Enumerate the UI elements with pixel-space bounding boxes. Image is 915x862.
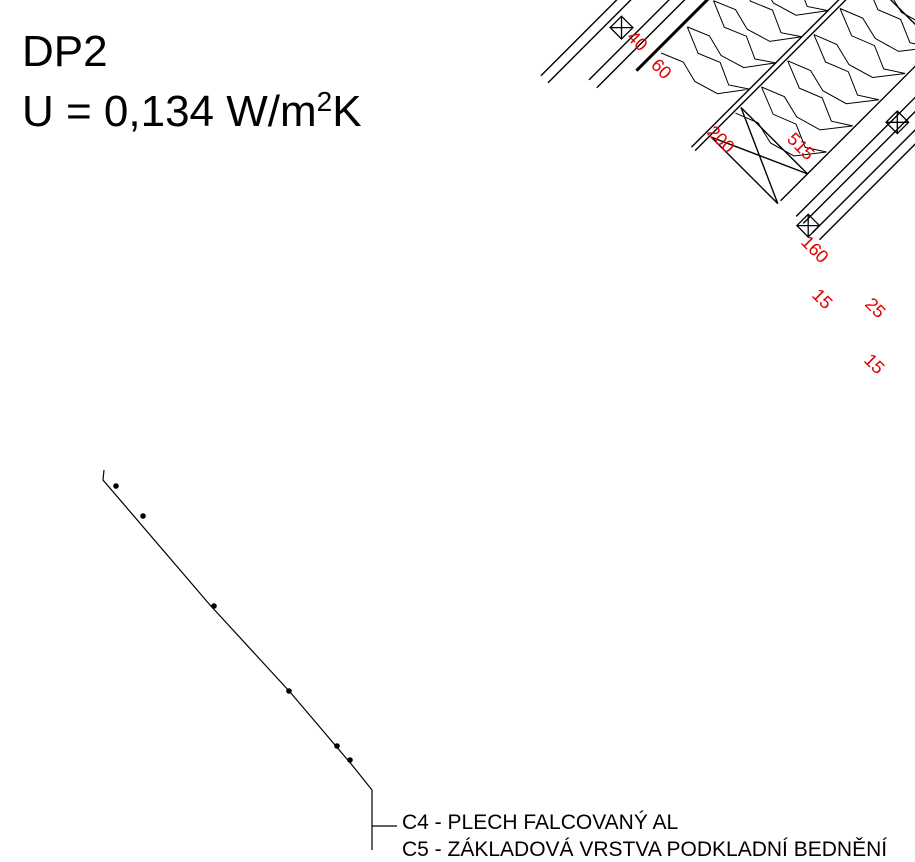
dimension-60: 60 <box>647 55 675 83</box>
dimension-25: 25 <box>861 294 889 322</box>
insulation-zone <box>735 0 915 156</box>
insulation-pattern <box>661 0 915 156</box>
dimension-515: 515 <box>783 129 818 164</box>
detail-code: DP2 <box>22 27 108 76</box>
u-value-unit: K <box>332 87 361 136</box>
layer-line <box>820 0 915 240</box>
roof-layers <box>541 0 915 240</box>
rafter-edge <box>899 0 915 16</box>
leader-dot <box>287 689 291 693</box>
leader-dot <box>141 514 145 518</box>
rafter-diagonal <box>741 108 778 204</box>
detail-title: DP2 <box>22 30 108 74</box>
u-value-exponent: 2 <box>317 86 333 117</box>
dimension-200: 200 <box>703 122 738 157</box>
u-value-text: U = 0,134 W/m <box>22 87 317 136</box>
leader-dot <box>335 744 339 748</box>
layer-line <box>695 0 915 151</box>
callout-label-c4: C4 - PLECH FALCOVANÝ AL <box>402 811 678 835</box>
u-value: U = 0,134 W/m2K <box>22 90 362 134</box>
layer-line <box>692 0 915 147</box>
layer-line <box>813 0 915 233</box>
batten-crosses <box>610 0 915 237</box>
dimension-160: 160 <box>797 232 832 267</box>
callout-leader <box>103 470 397 850</box>
callout-label-c5: C5 - ZÁKLADOVÁ VRSTVA PODKLADNÍ BEDNĚNÍ <box>402 838 887 862</box>
dimension-15-upper: 15 <box>808 285 836 313</box>
leader-dot <box>114 484 118 488</box>
dimension-40: 40 <box>623 27 651 55</box>
insulation-zone <box>661 0 915 94</box>
leader-dot <box>212 604 216 608</box>
rafter-x-marks <box>711 0 915 204</box>
leader-dot <box>348 758 352 762</box>
dimension-15-lower: 15 <box>860 350 888 378</box>
